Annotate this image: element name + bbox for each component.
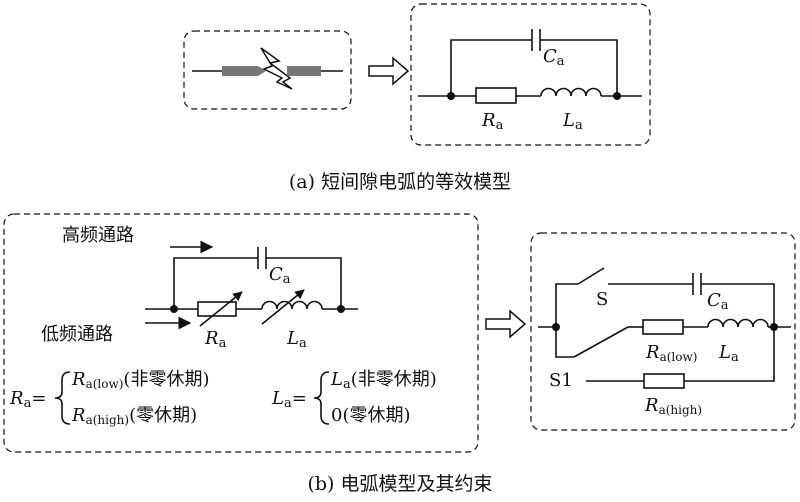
electrode-right: [287, 66, 321, 76]
la-equation: La= La(非零休期) 0(零休期): [271, 369, 437, 426]
res-label: Ra: [481, 110, 504, 133]
cap-label: Ca: [543, 46, 565, 69]
panel-a-left: [183, 30, 352, 110]
text: La(非零休期): [330, 369, 437, 392]
polyline: [266, 257, 342, 309]
ind-label: La: [562, 110, 583, 133]
polyline: [173, 257, 258, 309]
inductor-la: [540, 87, 602, 97]
ra-brace: [54, 371, 71, 425]
text: Ra(low)(非零休期): [71, 369, 209, 391]
resistor-ra: [475, 87, 517, 104]
panel-b-right: S Ca Ra(low) La S1 Ra(high): [530, 232, 796, 431]
ind-label: La: [718, 342, 739, 365]
low-freq-path-label: 低频通路: [41, 324, 113, 345]
text: Ra=: [9, 388, 46, 411]
panel-a-left-box: [183, 30, 352, 110]
variable-inductor-la: [261, 300, 323, 310]
switch-s-blade: [577, 267, 605, 285]
panel-b-left: 高频通路 Ca 低频通路 Ra La Ra= Ra(low)(非零休期) Ra(…: [3, 213, 479, 453]
variable-resistor-ra: [197, 301, 237, 317]
la-brace: [313, 371, 330, 425]
panel-b-right-box: [530, 232, 796, 431]
resistor-ra-high: [643, 373, 685, 389]
switch-s-label: S: [596, 289, 608, 310]
electrode-tip-left: [258, 66, 266, 76]
ind-label: La: [286, 328, 307, 351]
text: La=: [271, 388, 307, 411]
res-label: Ra: [204, 328, 227, 351]
inductor-la: [707, 318, 769, 328]
panel-a-right-box: [410, 3, 651, 146]
cap-label: Ca: [707, 290, 729, 313]
caption-a: (a) 短间隙电弧的等效模型: [289, 171, 511, 193]
high-freq-path-label: 高频通路: [62, 225, 134, 246]
polyline: [540, 39, 618, 96]
res-low-label: Ra(low): [645, 342, 697, 364]
cap-label: Ca: [269, 264, 291, 287]
variable-inductor-arrow-icon: [261, 289, 305, 325]
panel-b-left-box: [3, 213, 479, 453]
hollow-arrow-icon: [368, 56, 410, 86]
resistor-ra-low: [642, 319, 684, 335]
ra-equation: Ra= Ra(low)(非零休期) Ra(high)(零休期): [9, 369, 209, 427]
electrode-left: [222, 66, 258, 76]
caption-b: (b) 电弧模型及其约束: [307, 473, 492, 495]
panel-a-right: Ca Ra La: [410, 3, 651, 146]
polyline: [701, 283, 775, 327]
hollow-arrow-icon: [485, 309, 527, 339]
polyline: [555, 327, 574, 358]
switch-s1-blade: [573, 326, 629, 358]
polyline: [684, 327, 775, 382]
variable-resistor-arrow-icon: [199, 291, 243, 327]
switch-s1-label: S1: [549, 370, 573, 391]
polyline: [450, 39, 532, 96]
polyline: [555, 283, 578, 327]
text: Ra(high)(零休期): [71, 405, 197, 427]
arc-spark-icon: [260, 47, 293, 90]
text: 0(零休期): [331, 405, 411, 426]
res-high-label: Ra(high): [644, 395, 702, 417]
